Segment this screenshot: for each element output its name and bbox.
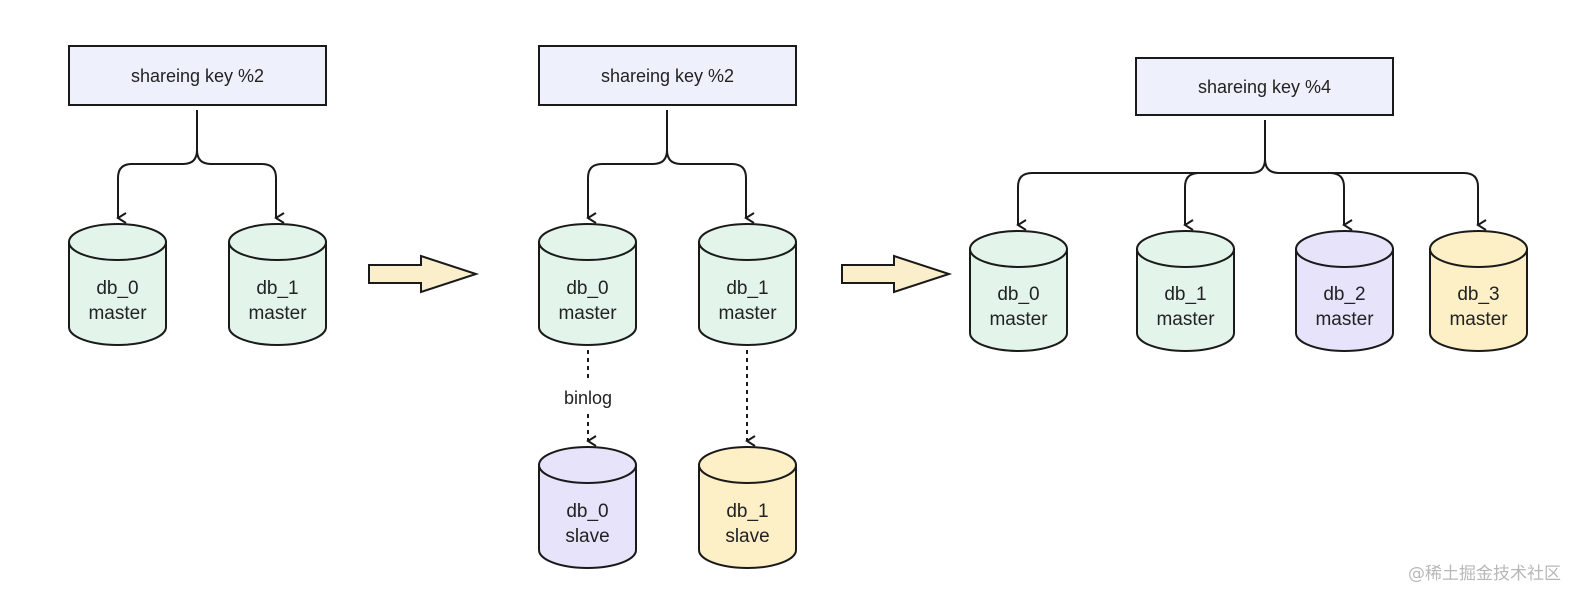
cylinder-body — [1429, 248, 1528, 352]
database-cylinder: db_0 master — [969, 230, 1068, 352]
cylinder-body — [1136, 248, 1235, 352]
cylinder-top — [538, 223, 637, 261]
cylinder-top — [228, 223, 327, 261]
cylinder-top — [1429, 230, 1528, 268]
database-cylinder: db_3 master — [1429, 230, 1528, 352]
rule-box: shareing key %2 — [68, 45, 327, 106]
cylinder-body — [698, 241, 797, 346]
db-name: db_0 — [566, 278, 608, 299]
cylinder-top — [1136, 230, 1235, 268]
database-cylinder: db_1 slave — [698, 446, 797, 569]
routing-connector — [117, 110, 277, 217]
rule-box: shareing key %2 — [538, 45, 797, 106]
cylinder-top — [68, 223, 167, 261]
cylinder-body — [228, 241, 327, 346]
db-name: db_3 — [1457, 284, 1499, 305]
db-name: db_1 — [726, 501, 768, 522]
rule-label: shareing key %2 — [601, 66, 734, 86]
db-role: master — [88, 303, 147, 324]
cylinder-body — [538, 241, 637, 346]
stage-2: shareing key %2 db_0 master db_1 master … — [538, 45, 797, 569]
watermark: @稀土掘金技术社区 — [1408, 564, 1561, 584]
cylinder-body — [538, 464, 637, 569]
database-cylinder: db_0 master — [538, 223, 637, 346]
cylinder-body — [698, 464, 797, 569]
db-name: db_0 — [96, 278, 138, 299]
stage-1: shareing key %2 db_0 master db_1 master — [68, 45, 327, 346]
rule-label: shareing key %4 — [1198, 77, 1331, 97]
database-cylinder: db_0 slave — [538, 446, 637, 569]
db-role: master — [1156, 309, 1215, 330]
rule-box-rect — [68, 45, 327, 106]
database-cylinder: db_0 master — [68, 223, 167, 346]
db-name: db_2 — [1323, 284, 1365, 305]
database-cylinder: db_1 master — [698, 223, 797, 346]
db-name: db_0 — [566, 501, 608, 522]
db-role: master — [1449, 309, 1508, 330]
replication-label: binlog — [564, 388, 612, 408]
cylinder-top — [698, 446, 797, 484]
db-role: master — [558, 303, 617, 324]
transition-arrow — [368, 254, 480, 294]
cylinder-body — [1295, 248, 1394, 352]
cylinder-body — [969, 248, 1068, 352]
rule-box-rect — [538, 45, 797, 106]
db-role: master — [248, 303, 307, 324]
stage-3: shareing key %4 db_0 master db_1 master … — [969, 57, 1528, 352]
cylinder-top — [538, 446, 637, 484]
db-role: master — [1315, 309, 1374, 330]
rule-label: shareing key %2 — [131, 66, 264, 86]
db-name: db_1 — [256, 278, 298, 299]
database-cylinder: db_1 master — [1136, 230, 1235, 352]
transition-arrow — [841, 254, 953, 294]
database-cylinder: db_1 master — [228, 223, 327, 346]
routing-connector — [1017, 120, 1479, 224]
db-role: master — [989, 309, 1048, 330]
db-role: master — [718, 303, 777, 324]
cylinder-body — [68, 241, 167, 346]
db-role: slave — [565, 526, 609, 547]
db-name: db_0 — [997, 284, 1039, 305]
routing-connector — [587, 110, 747, 217]
database-cylinder: db_2 master — [1295, 230, 1394, 352]
db-name: db_1 — [726, 278, 768, 299]
rule-box: shareing key %4 — [1135, 57, 1394, 116]
db-name: db_1 — [1164, 284, 1206, 305]
db-role: slave — [725, 526, 769, 547]
cylinder-top — [1295, 230, 1394, 268]
cylinder-top — [698, 223, 797, 261]
cylinder-top — [969, 230, 1068, 268]
rule-box-rect — [1135, 57, 1394, 116]
